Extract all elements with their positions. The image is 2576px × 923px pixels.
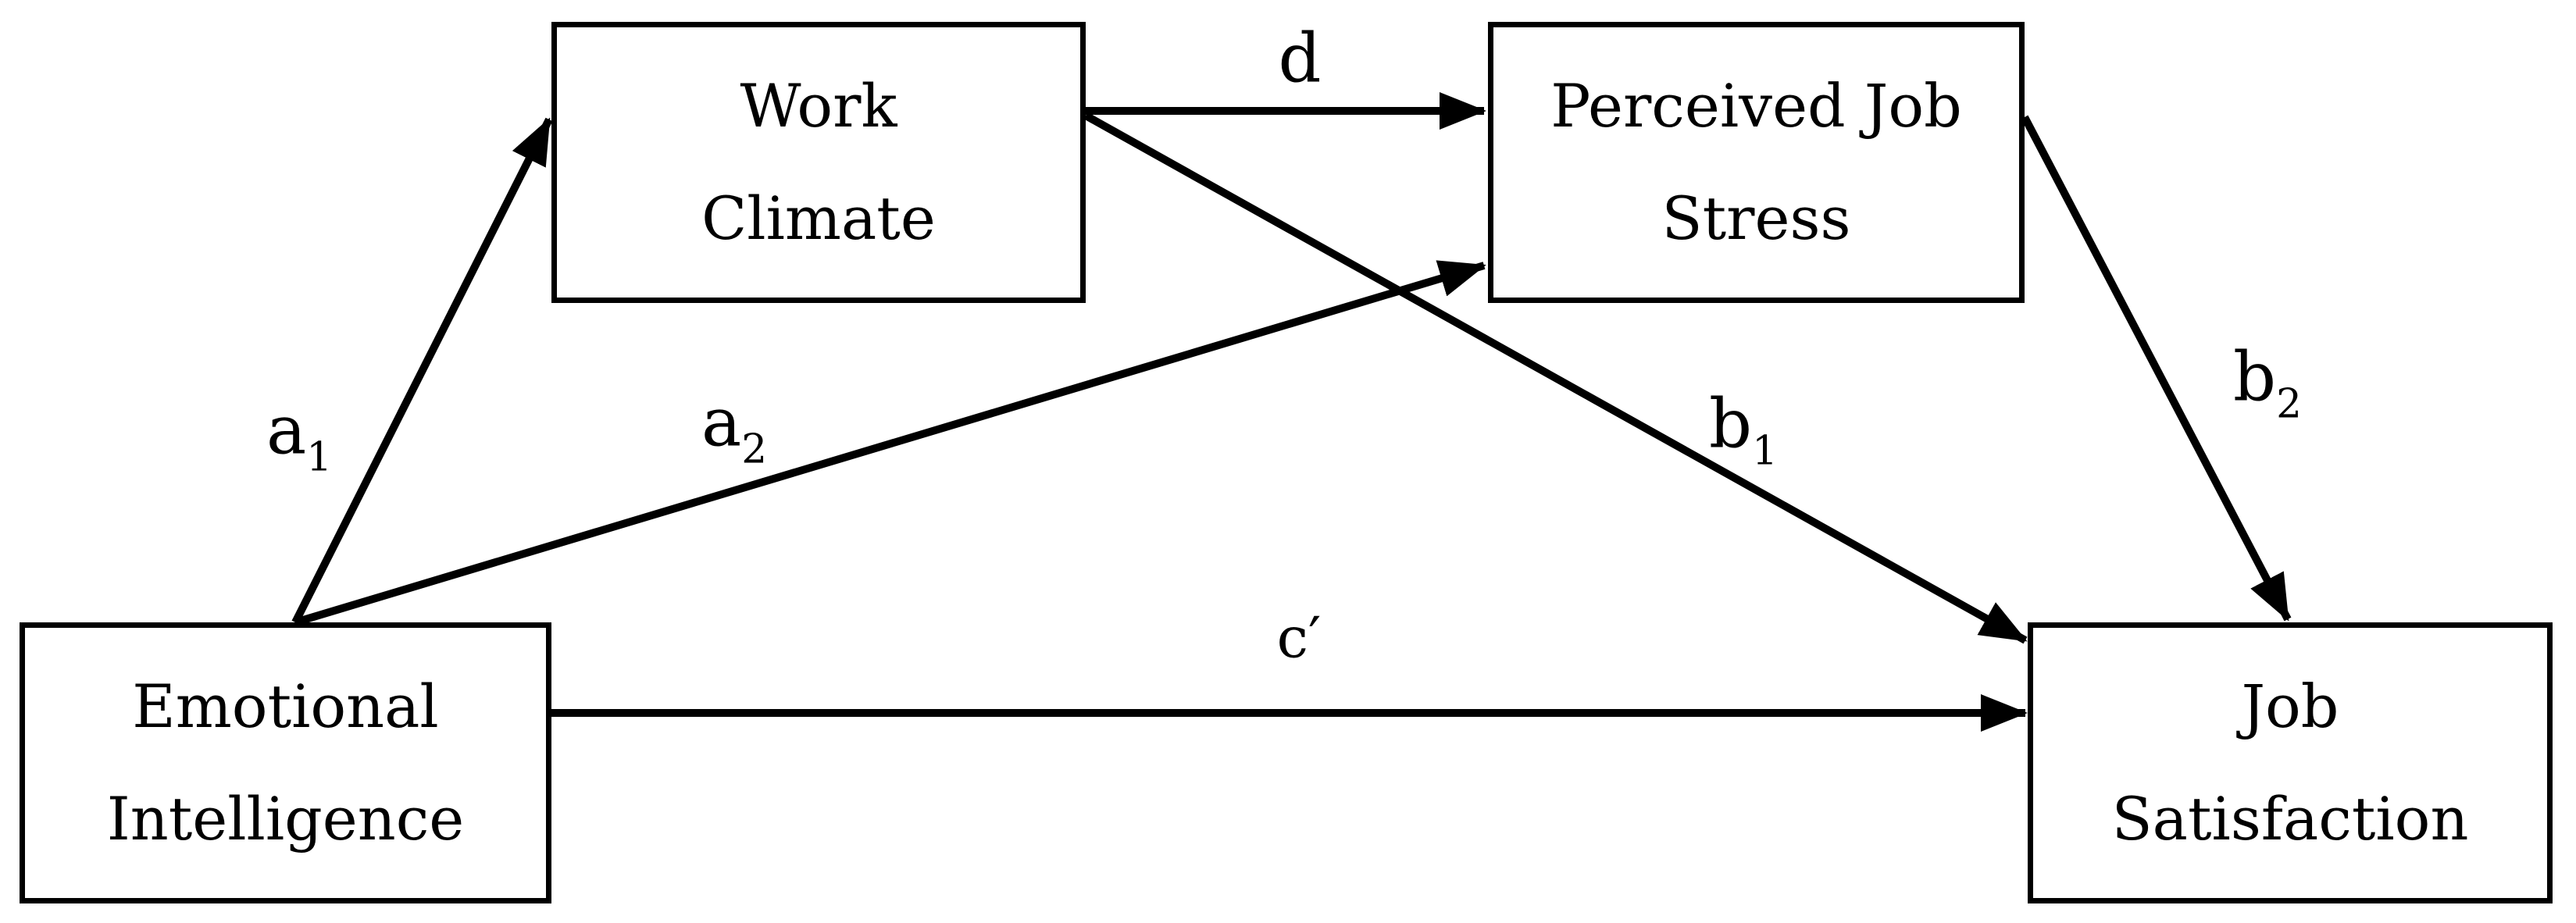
edges-group: [291, 92, 2292, 732]
node-label: Work Climate: [701, 70, 936, 253]
path-label-d: d: [1278, 26, 1321, 93]
path-label-b2: b2: [2233, 344, 2302, 424]
path-label-subscript: 2: [2276, 380, 2302, 428]
arrow-a2: [294, 260, 1486, 626]
node-emotional-intelligence: Emotional Intelligence: [20, 622, 551, 903]
node-label: Perceived Job Stress: [1550, 70, 1962, 253]
path-label-base: a: [701, 383, 742, 462]
path-label-base: b: [2233, 338, 2277, 417]
path-label-base: c′: [1276, 604, 1322, 671]
node-job-satisfaction: Job Satisfaction: [2028, 622, 2553, 903]
path-label-base: d: [1278, 20, 1322, 98]
path-label-b1: b1: [1709, 391, 1778, 471]
node-label: Job Satisfaction: [2111, 671, 2469, 854]
path-label-c-prime: c′: [1277, 609, 1322, 665]
node-work-climate: Work Climate: [551, 22, 1086, 303]
path-label-a1: a1: [266, 397, 332, 477]
path-label-subscript: 2: [741, 426, 768, 473]
arrow-a1: [291, 117, 553, 625]
path-label-subscript: 1: [306, 433, 333, 481]
path-label-a2: a2: [701, 390, 767, 469]
path-label-subscript: 1: [1752, 427, 1778, 475]
node-perceived-job-stress: Perceived Job Stress: [1488, 22, 2025, 303]
arrow-b2: [2021, 115, 2292, 622]
path-label-base: a: [266, 391, 307, 470]
arrow-b1: [1083, 112, 2028, 644]
path-label-base: b: [1709, 385, 1753, 464]
node-label: Emotional Intelligence: [106, 671, 465, 854]
